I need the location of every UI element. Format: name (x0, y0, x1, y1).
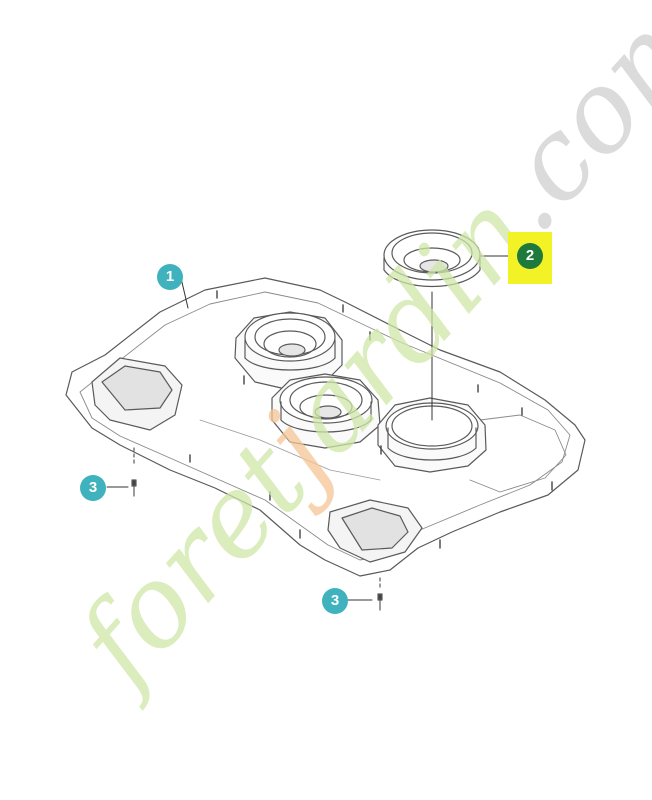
svg-text:foretjardin.com: foretjardin.com (49, 0, 652, 713)
ring-part-2 (383, 229, 481, 287)
port-rear (234, 311, 343, 391)
screw-bottom (377, 577, 383, 611)
callout-3-left: 3 (80, 475, 106, 501)
watermark: foretjardin.com (49, 0, 652, 713)
callout-2: 2 (517, 243, 543, 269)
body-cover (65, 277, 586, 577)
screw-left (131, 447, 137, 497)
port-middle (271, 373, 381, 449)
port-open (377, 397, 487, 473)
callout-1: 1 (157, 264, 183, 290)
callout-3-bottom: 3 (322, 588, 348, 614)
